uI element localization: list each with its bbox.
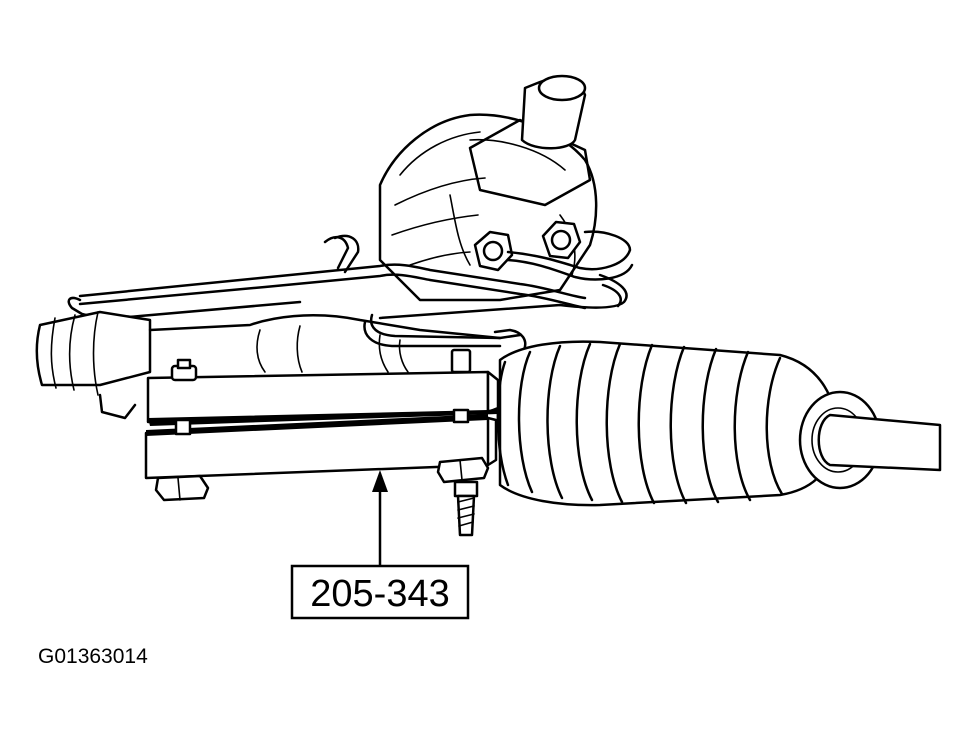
rack-boot <box>496 340 837 507</box>
fitting-right <box>541 220 582 260</box>
rack-housing-left <box>35 310 152 420</box>
tool-number-text: 205-343 <box>310 573 449 615</box>
clamp-bottom-nut-right <box>436 456 490 484</box>
clamp-upper-bar <box>146 370 500 426</box>
input-shaft <box>520 74 587 150</box>
clamp-bottom-nut-left <box>154 474 210 502</box>
callout-arrow <box>372 470 388 568</box>
clamp-top-bolt-left <box>170 358 198 382</box>
special-tool-clamp <box>144 348 500 502</box>
tie-rod <box>798 390 942 490</box>
rack-housing-tube <box>148 314 502 373</box>
mounting-stud <box>453 480 479 537</box>
fitting-left <box>473 230 514 272</box>
clamp-lower-bar <box>144 414 498 480</box>
figure-id: G01363014 <box>38 645 148 668</box>
clamp-top-bolt-right <box>450 348 472 374</box>
tool-number-label: 205-343 <box>290 564 470 620</box>
